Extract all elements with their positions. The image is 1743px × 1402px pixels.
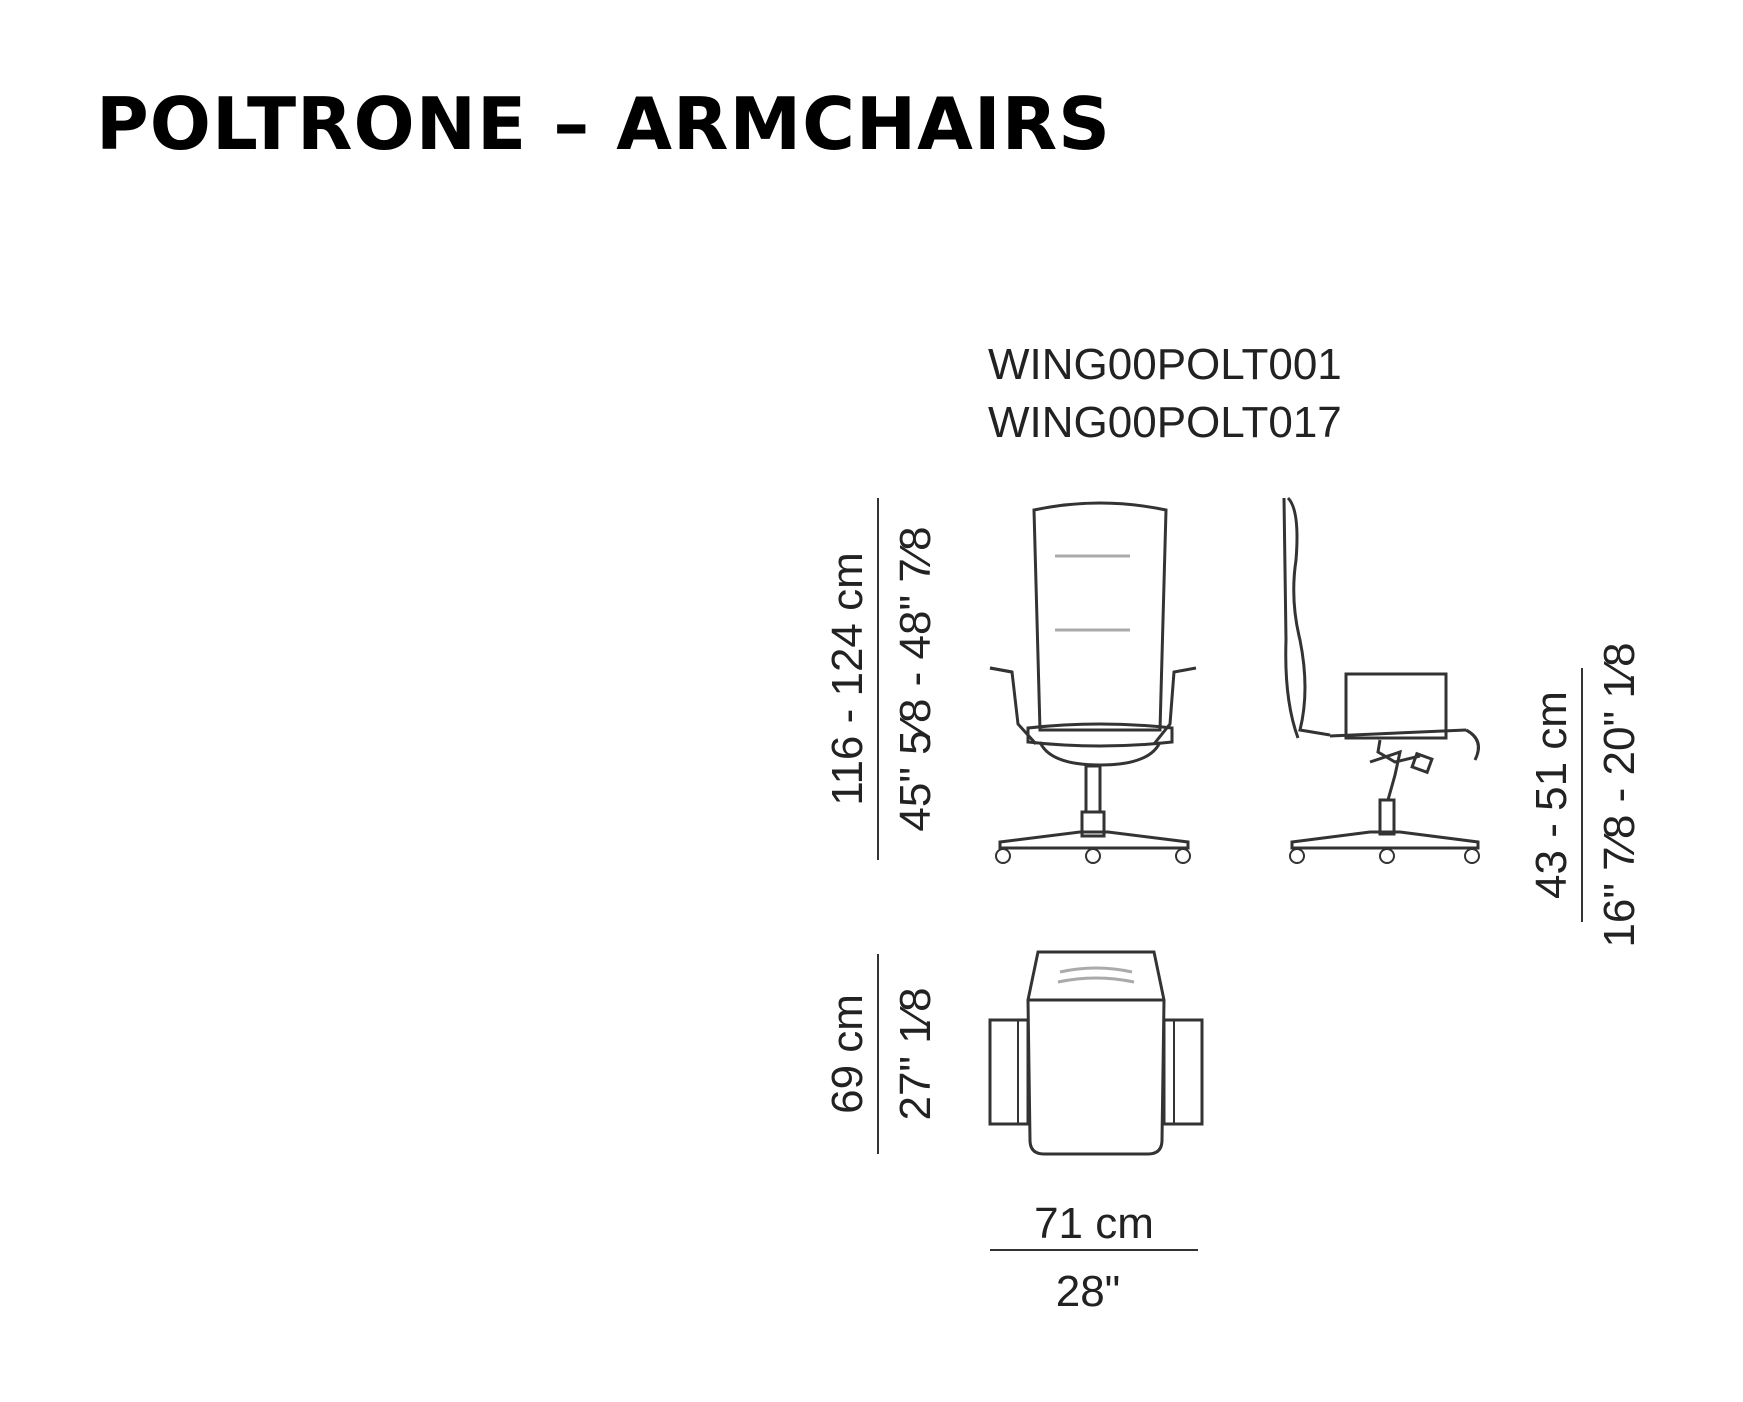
side-view-chair — [1282, 496, 1480, 864]
height-in-label: 45" 5⁄8 - 48" 7⁄8 — [891, 526, 940, 831]
seat-height-cm-label: 43 - 51 cm — [1527, 691, 1576, 899]
depth-in-label: 27" 1⁄8 — [891, 987, 940, 1120]
seat-height-in-label: 16" 7⁄8 - 20" 1⁄8 — [1595, 642, 1644, 947]
page-title: POLTRONE – ARMCHAIRS — [96, 82, 1111, 166]
height-cm-label: 116 - 124 cm — [823, 552, 872, 806]
width-cm-label: 71 cm — [1034, 1199, 1154, 1248]
width-in-label: 28" — [1056, 1267, 1121, 1316]
front-view-chair — [989, 501, 1197, 864]
product-code-1: WING00POLT001 — [988, 340, 1342, 389]
product-code-2: WING00POLT017 — [988, 398, 1342, 447]
top-view-chair — [988, 950, 1204, 1156]
depth-cm-label: 69 cm — [823, 994, 872, 1114]
